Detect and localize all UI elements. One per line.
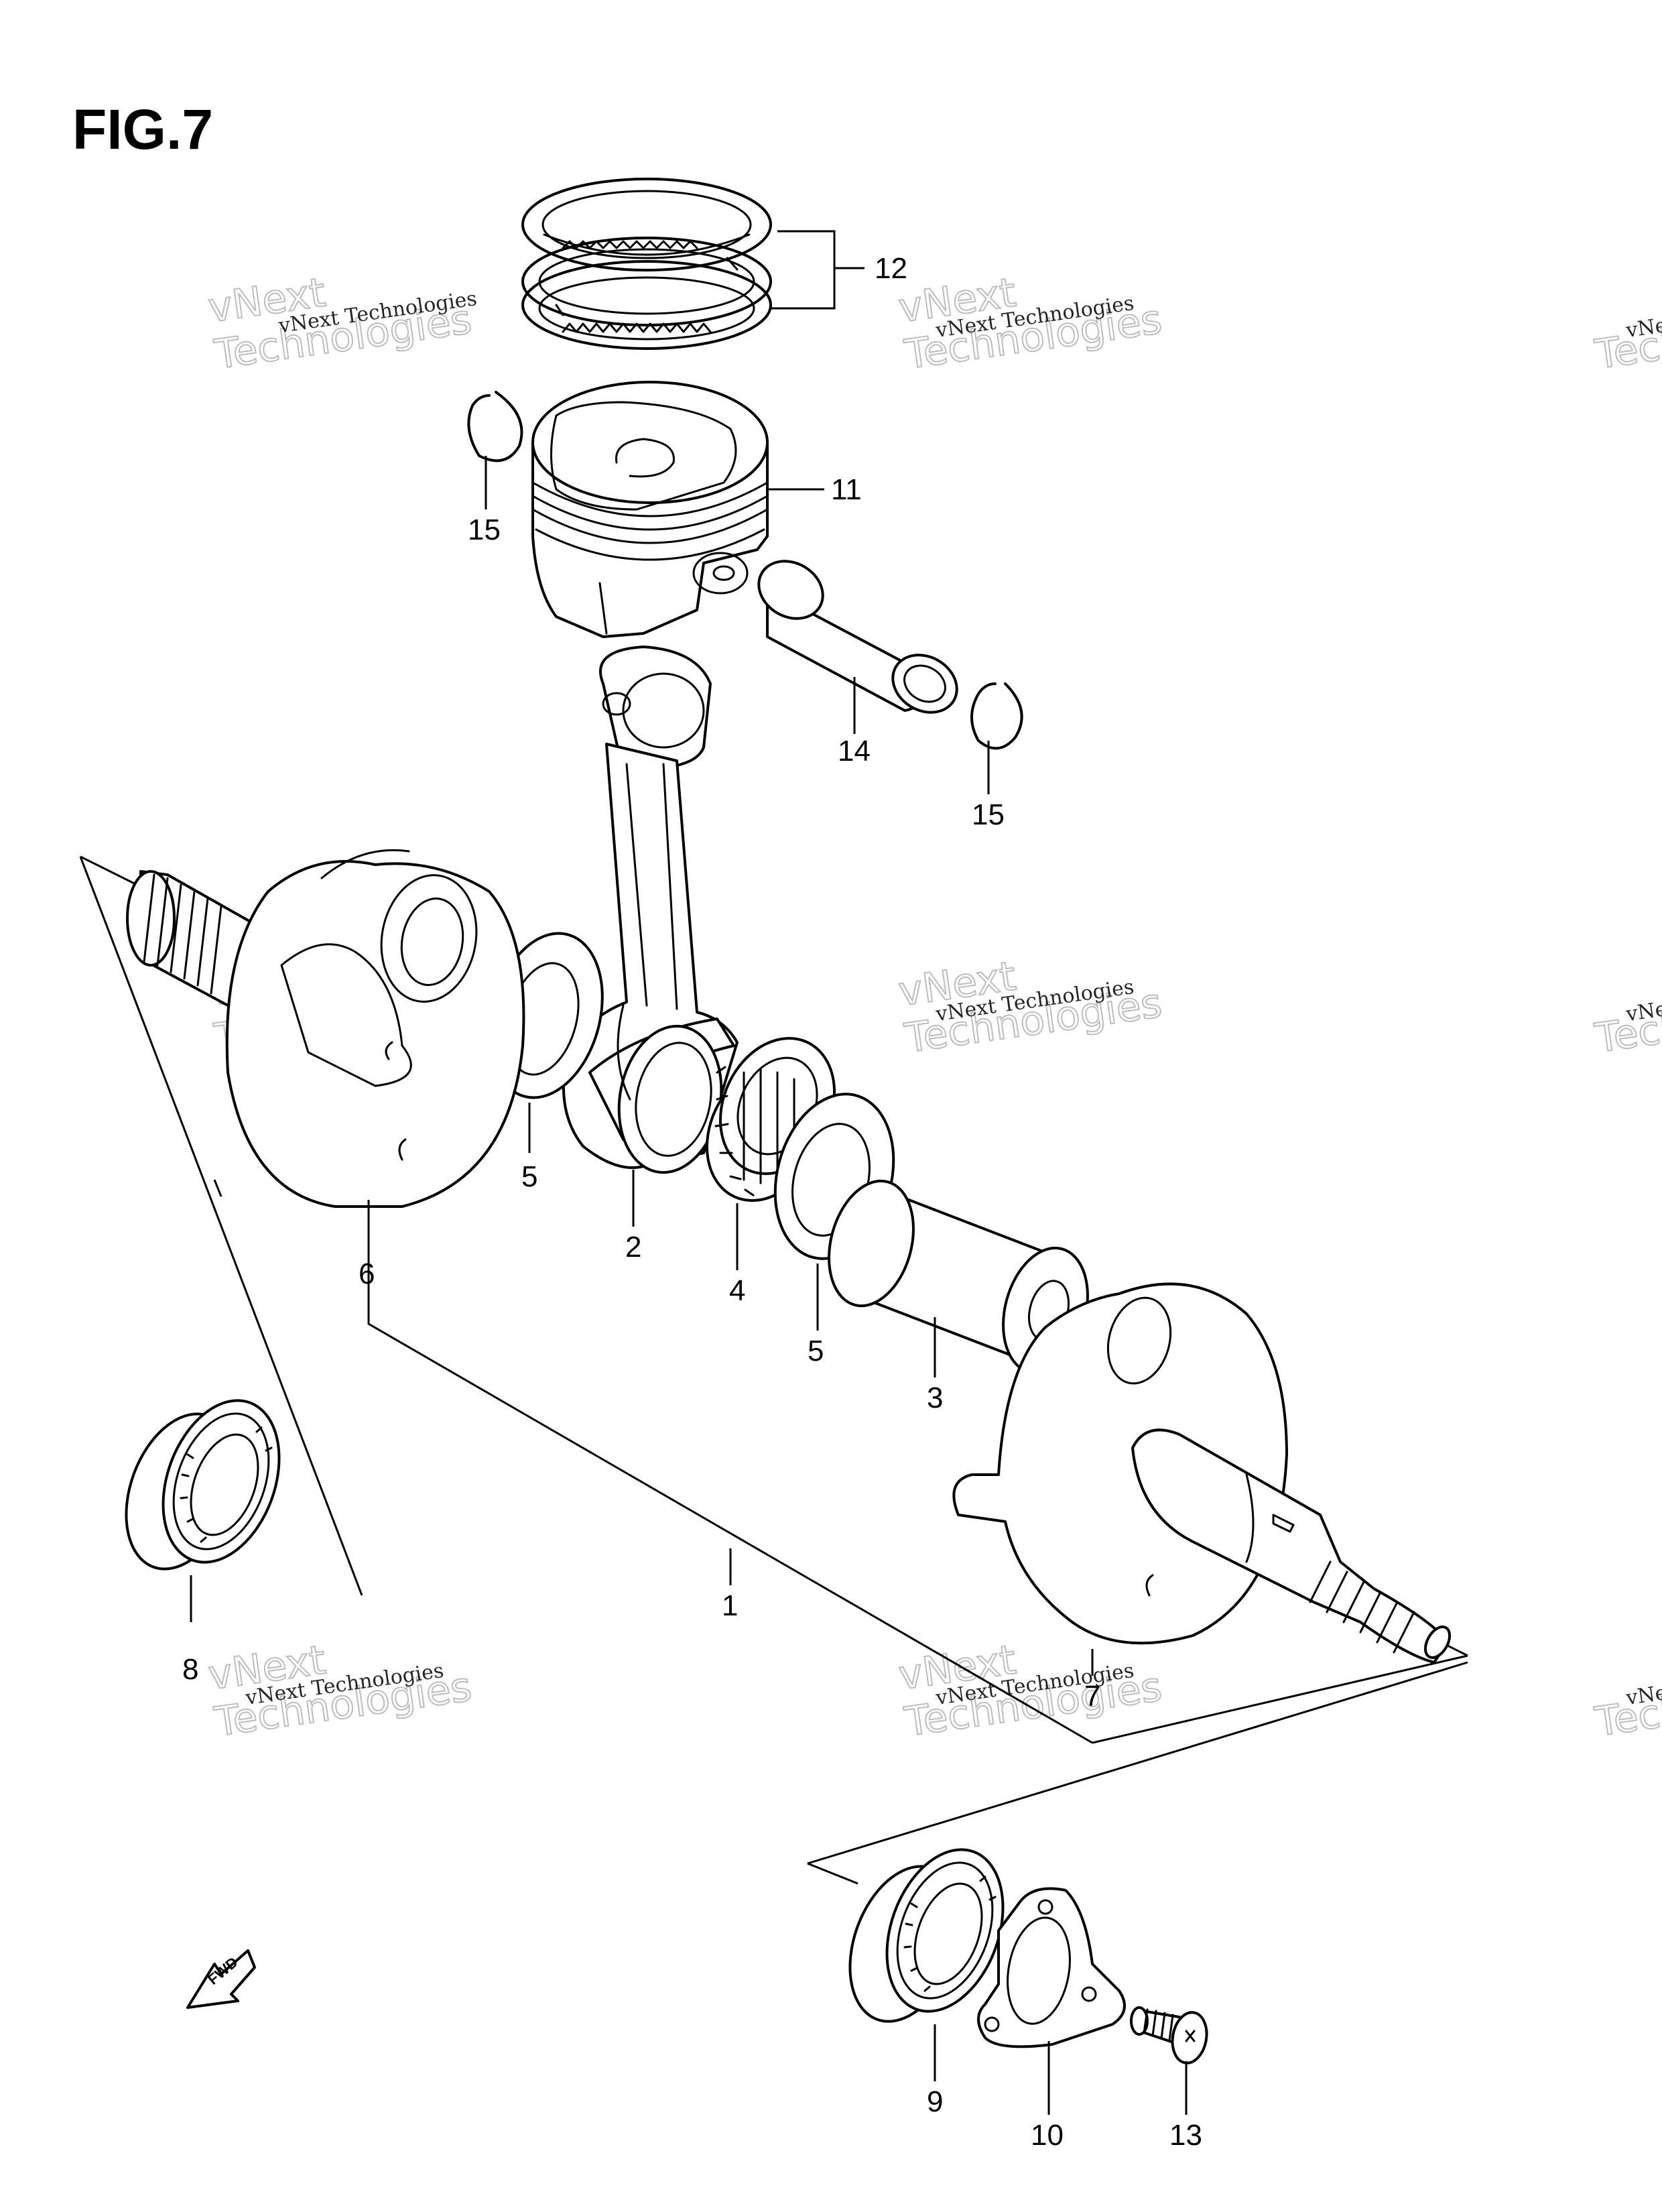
watermark: Technologies vNext Technologies xyxy=(1592,1659,1662,1747)
connecting-rod xyxy=(562,646,739,1174)
watermark: vNext Technologies vNext Technologies xyxy=(205,1636,475,1747)
callout-13: 12 xyxy=(875,252,907,285)
callout-8: 8 xyxy=(182,1653,198,1686)
callout-14: 14 xyxy=(838,735,871,767)
svg-text:vNext Technologies: vNext Technologies xyxy=(1624,292,1662,343)
callout-5-lower: 5 xyxy=(808,1335,824,1367)
callout-12: 11 xyxy=(831,473,862,506)
callout-15-upper: 15 xyxy=(468,513,501,546)
watermark: vNext Technologies vNext Technologies xyxy=(895,953,1165,1063)
svg-text:vNext Technologies: vNext Technologies xyxy=(1624,1659,1662,1710)
callout-15-lower: 15 xyxy=(972,798,1005,831)
retainer-screw xyxy=(1130,2006,1208,2065)
watermark: Technologies vNext Technologies xyxy=(1592,975,1662,1063)
bearing-retainer-plate xyxy=(977,1887,1126,2048)
callout-7: 7 xyxy=(1084,1680,1100,1713)
crankshaft-bearing-right xyxy=(848,1848,1005,2023)
callout-2: 2 xyxy=(625,1231,641,1264)
piston-pin xyxy=(757,560,958,714)
callout-6: 6 xyxy=(359,1257,375,1290)
callout-3: 3 xyxy=(927,1381,943,1414)
crankshaft-right xyxy=(952,1282,1452,1664)
piston-ring-set xyxy=(521,178,772,350)
piston xyxy=(531,381,769,638)
svg-text:vNext Technologies: vNext Technologies xyxy=(1624,975,1662,1026)
piston-pin-circlip xyxy=(970,682,1023,750)
watermark: vNext Technologies vNext Technologies xyxy=(205,269,478,379)
callout-11: 13 xyxy=(1169,2119,1202,2152)
callout-9: 9 xyxy=(927,2085,943,2118)
callout-1: 1 xyxy=(722,1589,738,1622)
callout-4: 4 xyxy=(729,1274,745,1307)
watermark: vNext Technologies vNext Technologies xyxy=(895,269,1165,379)
watermark: Technologies vNext Technologies xyxy=(1592,292,1662,379)
crankshaft-left xyxy=(126,849,525,1208)
piston-pin-circlip xyxy=(467,391,523,463)
figure-title: FIG.7 xyxy=(72,98,213,161)
crankshaft-bearing-left xyxy=(125,1399,281,1571)
callout-5-upper: 5 xyxy=(521,1160,537,1193)
forward-direction-arrow: FWD xyxy=(186,1949,256,2009)
callout-10: 10 xyxy=(1031,2119,1064,2152)
